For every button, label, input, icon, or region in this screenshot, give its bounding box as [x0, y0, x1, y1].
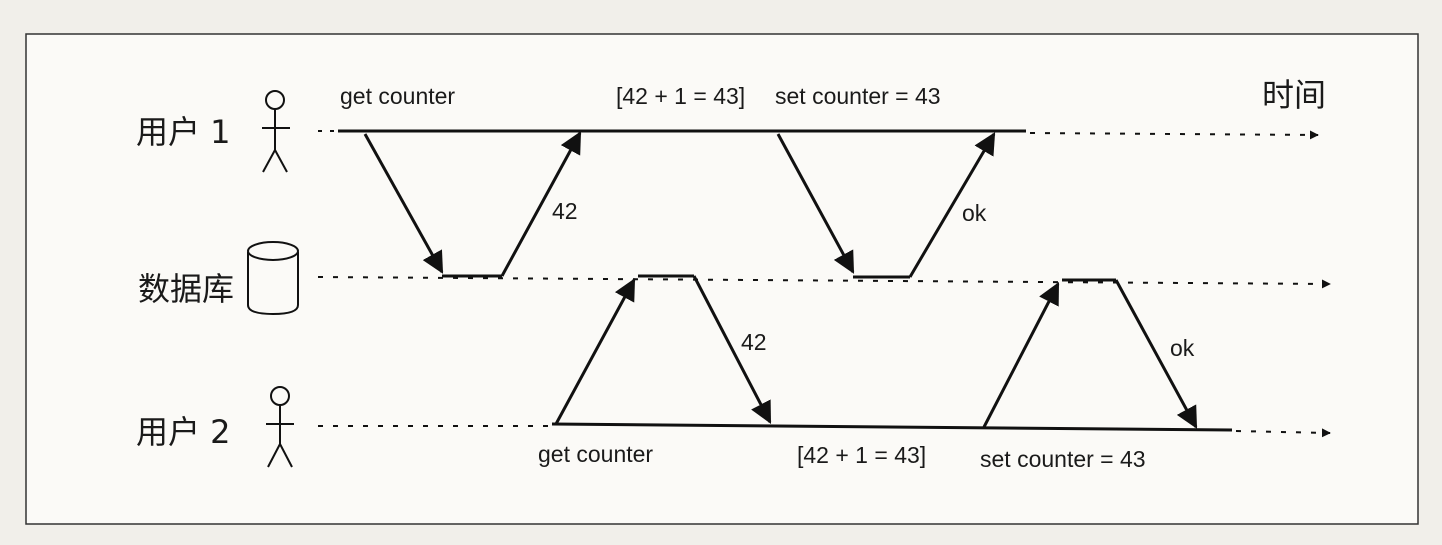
stick-figure-icon	[262, 90, 290, 173]
user2-read-exchange	[554, 274, 772, 425]
user2-timeline	[318, 422, 1331, 438]
user2-write-exchange	[982, 278, 1198, 429]
user2-write-response-label: ok	[1170, 335, 1195, 361]
user1-write-exchange	[776, 132, 996, 279]
database-label: 数据库	[138, 270, 234, 308]
time-axis-label: 时间	[1262, 76, 1326, 114]
database-cylinder-icon	[247, 241, 299, 316]
user2-set-counter-label: set counter = 43	[980, 446, 1146, 472]
user1-get-counter-label: get counter	[340, 83, 455, 109]
user1-timeline	[318, 129, 1319, 140]
user2-read-response-label: 42	[741, 329, 767, 355]
user1-label: 用户 1	[136, 113, 231, 151]
user1-compute-label: [42 + 1 = 43]	[616, 83, 745, 109]
user2-label: 用户 2	[136, 413, 231, 451]
user2-compute-label: [42 + 1 = 43]	[797, 442, 926, 468]
stick-figure-icon	[266, 386, 294, 468]
user2-get-counter-label: get counter	[538, 441, 653, 467]
user1-set-counter-label: set counter = 43	[775, 83, 941, 109]
database-timeline	[317, 276, 1331, 289]
user1-write-response-label: ok	[962, 200, 987, 226]
user1-read-exchange	[363, 131, 582, 278]
user1-read-response-label: 42	[552, 198, 578, 224]
